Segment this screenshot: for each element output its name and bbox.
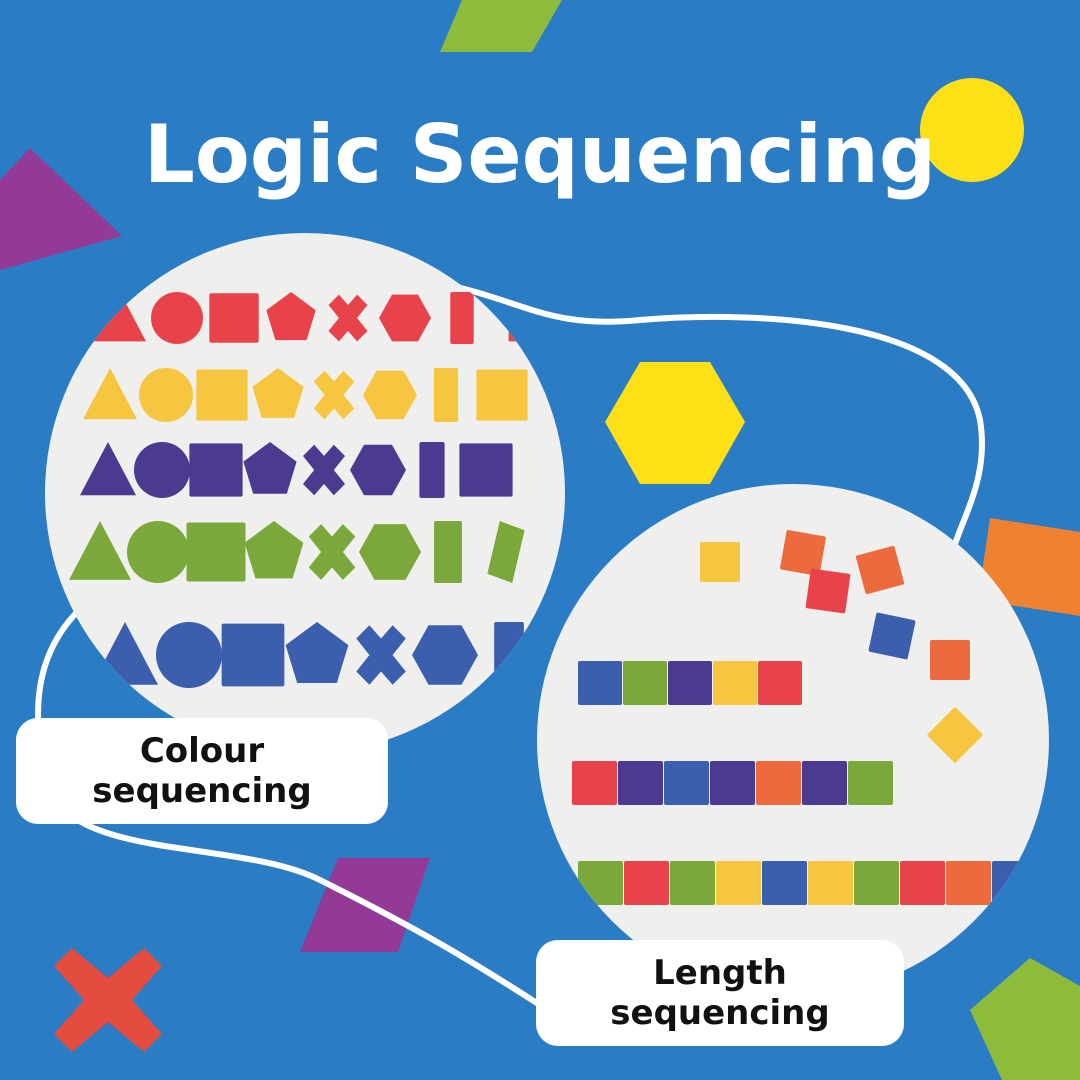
hexagon-piece: [350, 444, 406, 496]
length-tile: [623, 661, 667, 705]
red-cross-decoration: [54, 948, 162, 1052]
hexagon-piece: [379, 294, 431, 342]
length-tile: [668, 661, 712, 705]
shape-rows: [69, 292, 565, 688]
length-tile: [624, 861, 669, 905]
length-tile: [758, 661, 802, 705]
length-tile: [808, 861, 853, 905]
square-piece: [189, 443, 243, 497]
length-tile: [578, 861, 623, 905]
triangle-piece: [83, 368, 137, 420]
square-piece: [459, 443, 513, 497]
circle-piece: [127, 521, 189, 583]
square-piece: [186, 522, 246, 582]
length-tile: [756, 761, 801, 805]
loose-square-tile: [805, 568, 851, 614]
green-pentagon-decoration: [970, 958, 1080, 1080]
cross-piece: [328, 294, 368, 342]
cross-piece: [356, 625, 406, 685]
label-line: Colour: [139, 731, 265, 771]
length-tile: [802, 761, 847, 805]
hexagon-piece: [359, 524, 421, 580]
purple-triangle-decoration: [0, 148, 122, 270]
square-piece: [209, 293, 259, 343]
rectangle-piece: [434, 521, 462, 583]
triangle-piece: [69, 521, 131, 580]
circle-piece: [134, 442, 190, 498]
loose-square-tile: [700, 542, 740, 582]
pentagon-piece: [285, 622, 349, 683]
length-tile: [854, 861, 899, 905]
green-parallelogram-decoration: [440, 0, 562, 52]
length-tile: [572, 761, 617, 805]
cross-piece: [313, 370, 355, 420]
pentagon-piece: [244, 521, 304, 579]
circle-piece: [156, 622, 222, 688]
loose-square-tile: [927, 707, 983, 763]
loose-square-tile: [868, 612, 916, 660]
loose-square-tile: [780, 530, 826, 576]
length-tile: [900, 861, 945, 905]
circle-piece: [151, 292, 203, 344]
rectangle-piece: [494, 622, 524, 688]
label-line: sequencing: [610, 993, 830, 1033]
length-tile: [848, 761, 893, 805]
length-tile: [762, 861, 807, 905]
label-line: Length: [653, 953, 787, 993]
yellow-hexagon-decoration: [605, 362, 745, 484]
triangle-piece: [94, 292, 146, 342]
pentagon-piece: [243, 442, 297, 494]
loose-square-tile: [855, 545, 905, 595]
length-tile: [664, 761, 709, 805]
length-tile: [946, 861, 991, 905]
length-tile: [670, 861, 715, 905]
rectangle-piece: [450, 292, 474, 344]
orange-rectangle-decoration: [978, 518, 1080, 616]
colour-sequencing-photo: [45, 233, 565, 753]
cross-piece: [303, 444, 345, 496]
square-piece: [221, 623, 285, 687]
length-tile: [992, 861, 1037, 905]
length-tile: [578, 661, 622, 705]
triangle-piece: [80, 442, 136, 496]
label-line: sequencing: [92, 771, 312, 811]
square-piece: [476, 369, 528, 421]
length-sequencing-photo: [537, 484, 1049, 996]
pentagon-piece: [252, 368, 304, 418]
circle-piece: [139, 368, 193, 422]
rectangle-piece: [433, 368, 459, 422]
length-tile: [713, 661, 757, 705]
left-board: [45, 233, 565, 753]
rhombus-piece: [487, 521, 525, 583]
page-title: Logic Sequencing: [143, 108, 937, 201]
length-tile: [716, 861, 761, 905]
hexagon-piece: [412, 625, 478, 685]
rectangle-piece: [419, 442, 445, 498]
length-tile: [618, 761, 663, 805]
length-rows: [572, 530, 1037, 905]
length-sequencing-label: Length sequencing: [536, 940, 904, 1046]
colour-sequencing-label: Colour sequencing: [16, 718, 388, 824]
loose-square-tile: [930, 640, 970, 680]
cross-piece: [308, 524, 356, 580]
hexagon-piece: [363, 370, 417, 420]
pentagon-piece: [266, 292, 316, 341]
length-tile: [710, 761, 755, 805]
yellow-circle-decoration: [920, 78, 1024, 182]
square-piece: [196, 369, 248, 421]
